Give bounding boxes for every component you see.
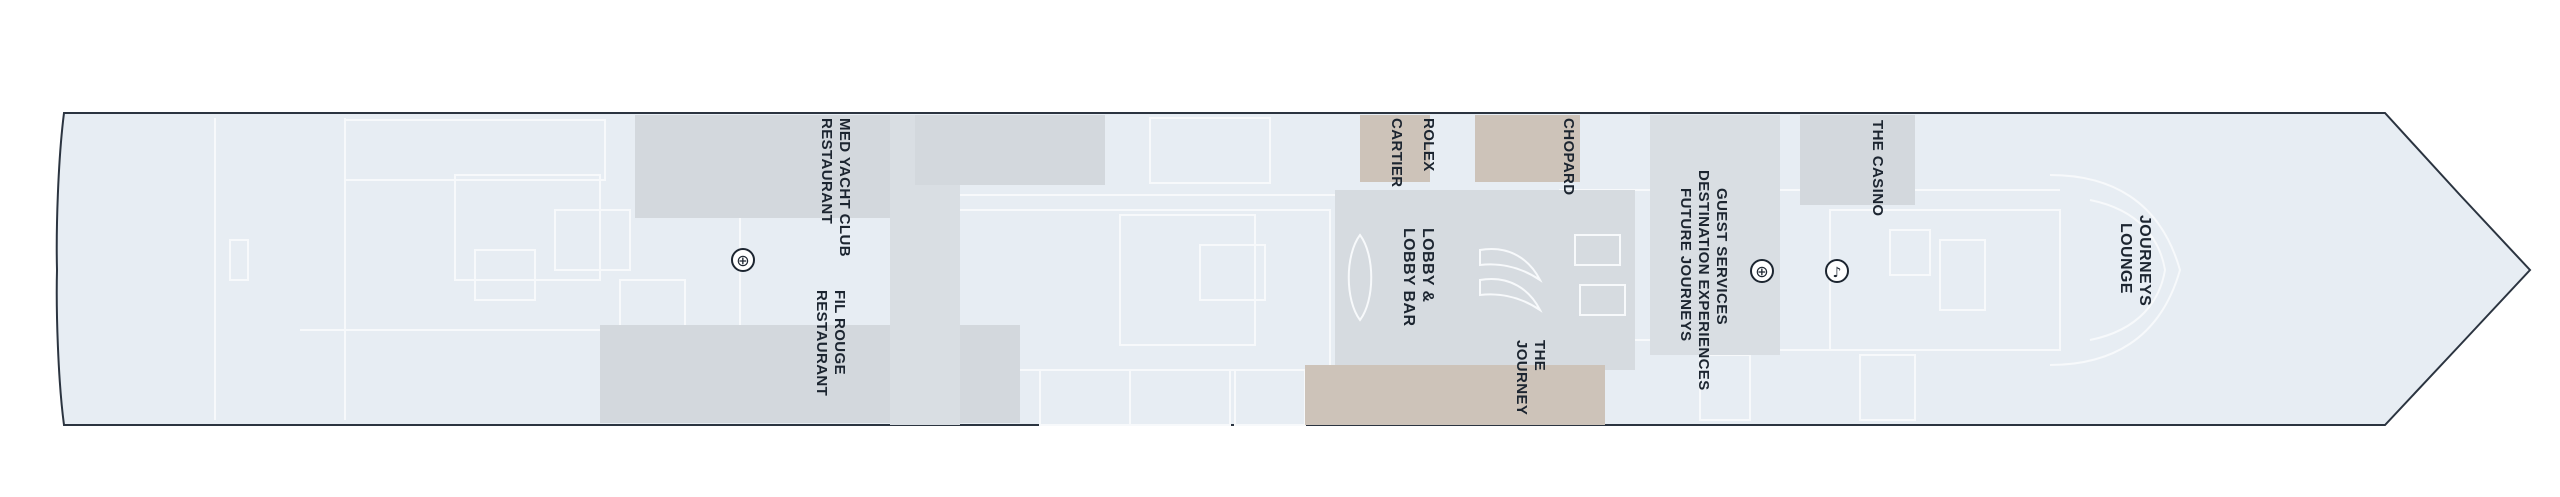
label-fil-rouge: FIL ROUGE RESTAURANT [813,290,848,396]
label-guest-services: GUEST SERVICES DESTINATION EXPERIENCES F… [1677,170,1730,395]
label-the-journey: THE JOURNEY [1513,340,1548,415]
casino-zone [1800,115,1915,205]
ship-hull [55,112,2532,426]
elevator-icon: ⊕ [1750,259,1774,283]
chopard-shop [1475,115,1580,182]
label-the-casino: THE CASINO [1869,120,1886,217]
label-journeys-lounge: JOURNEYS LOUNGE [2117,215,2153,311]
label-med-yacht-club: MED YACHT CLUB RESTAURANT [818,118,853,262]
label-cartier: CARTIER [1388,118,1405,187]
lobby-features [1347,233,1626,322]
label-chopard: CHOPARD [1560,118,1577,196]
svg-text:♪: ♪ [1833,265,1842,281]
casino-icon: ♪ [1825,259,1849,283]
rolex-cartier-shop [1360,115,1430,182]
label-rolex: ROLEX [1420,118,1437,172]
guest-services-zone [1650,115,1780,355]
svg-text:⊕: ⊕ [736,251,749,270]
journey-shop [1305,365,1605,425]
svg-text:⊕: ⊕ [1755,262,1768,281]
med-yacht-club-zone [635,115,890,218]
mid-dining-zone [915,115,1105,185]
elevator-icon: ⊕ [731,248,755,272]
label-lobby: LOBBY & LOBBY BAR [1400,228,1436,326]
